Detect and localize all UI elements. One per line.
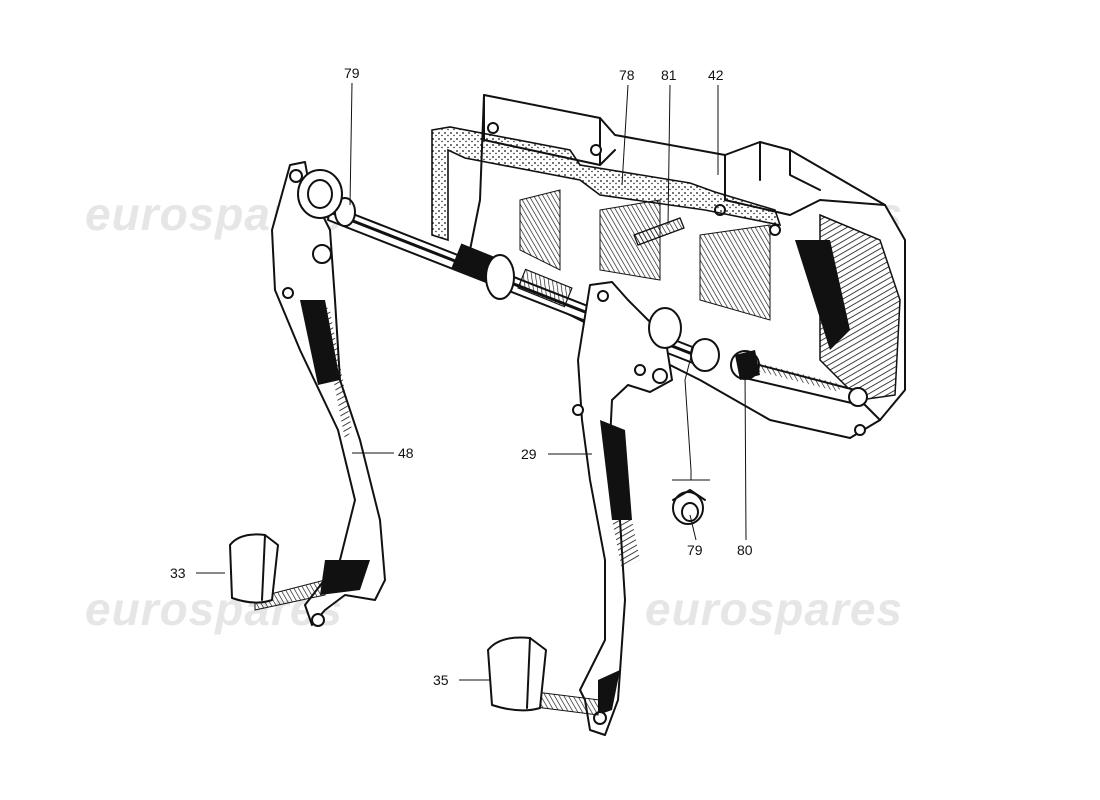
callout-33: 33: [170, 565, 186, 581]
callout-79-top: 79: [344, 65, 360, 81]
gasket: [431, 126, 782, 242]
pedal-box-housing: [469, 94, 906, 439]
callout-29: 29: [521, 446, 537, 462]
callout-48: 48: [398, 445, 414, 461]
spring-81: [633, 217, 685, 246]
callout-79-bottom: 79: [687, 542, 703, 558]
lever-arm: [690, 338, 868, 407]
callout-80: 80: [737, 542, 753, 558]
callout-42: 42: [708, 67, 724, 83]
pad-33: [229, 533, 279, 604]
callout-78: 78: [619, 67, 635, 83]
pad-35: [487, 636, 547, 712]
callout-81: 81: [661, 67, 677, 83]
callout-35: 35: [433, 672, 449, 688]
pedal-29: [519, 281, 682, 736]
watermark-bottom-right: eurospares: [645, 583, 903, 635]
leader-lines: [196, 82, 747, 681]
bushing-79-loose: [672, 344, 710, 525]
pedal-48: [254, 161, 386, 627]
callout-labels: 79 78 81 42 48 29 33 35 79 80: [170, 65, 753, 688]
